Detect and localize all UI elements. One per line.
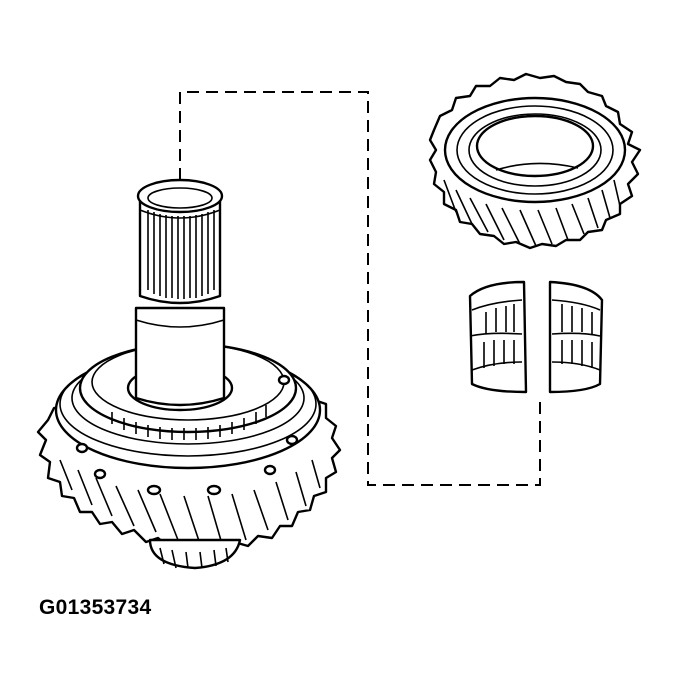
bearing-half-right: [548, 280, 604, 394]
split-needle-bearing: [468, 280, 604, 394]
bearing-half-left: [468, 280, 528, 394]
mainshaft-assembly: [36, 178, 342, 570]
figure-id-label: G01353734: [39, 596, 152, 619]
helical-gear: [428, 72, 642, 250]
assembly-leader-line: [179, 91, 541, 486]
mainshaft: [134, 178, 226, 407]
